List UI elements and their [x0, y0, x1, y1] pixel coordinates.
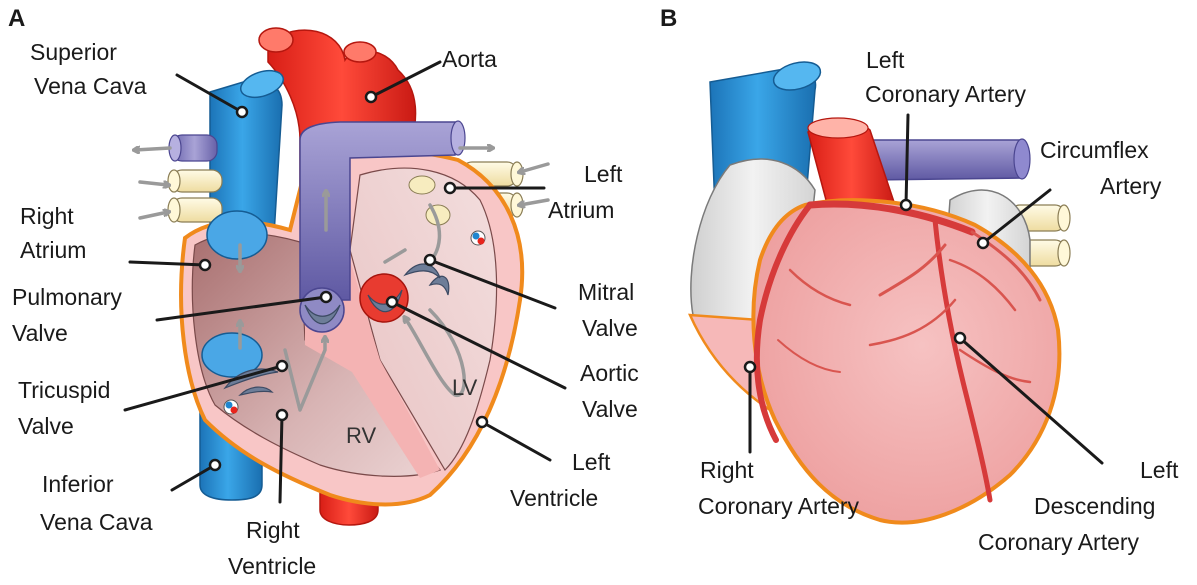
- panel-b-drawing: [690, 57, 1070, 522]
- panel-b-letter: B: [660, 5, 677, 32]
- label-aortic-valve: Aortic Valve: [580, 360, 645, 422]
- label-inferior-vena-cava: Inferior Vena Cava: [40, 471, 153, 535]
- panel-a-letter: A: [8, 5, 25, 32]
- aortic-valve-shape: [360, 274, 408, 322]
- lv-label: LV: [452, 375, 478, 400]
- label-right-atrium: Right Atrium: [20, 203, 86, 263]
- label-pulmonary-valve: Pulmonary Valve: [12, 284, 128, 346]
- label-superior-vena-cava: Superior Vena Cava: [30, 39, 147, 99]
- label-mitral-valve: Mitral Valve: [578, 279, 641, 341]
- label-right-ventricle: Right Ventricle: [228, 517, 316, 579]
- label-left-ventricle: Left Ventricle: [510, 449, 617, 511]
- label-circumflex-artery: Circumflex Artery: [1040, 137, 1162, 199]
- label-tricuspid-valve: Tricuspid Valve: [18, 377, 117, 439]
- label-aorta: Aorta: [442, 46, 497, 72]
- panel-a-drawing: RV LV: [135, 28, 548, 525]
- rv-label: RV: [346, 423, 376, 448]
- label-left-coronary-artery: Left Coronary Artery: [865, 47, 1027, 107]
- label-left-atrium: Left Atrium: [548, 161, 629, 223]
